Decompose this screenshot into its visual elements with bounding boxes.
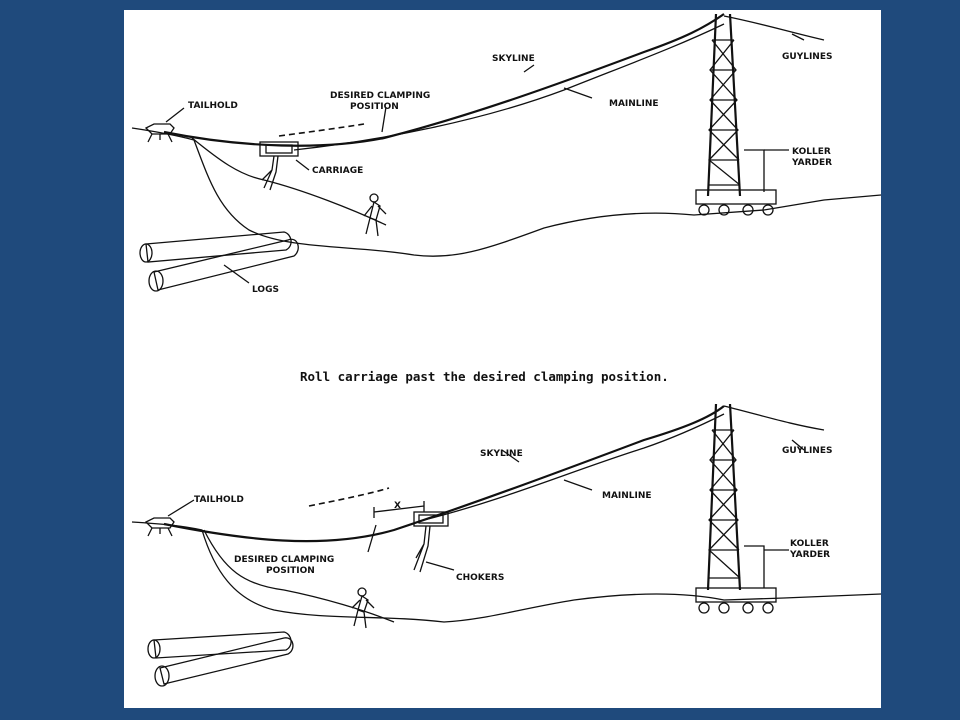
top-logs (139, 231, 299, 292)
top-koller-label-line2: YARDER (791, 158, 832, 168)
bottom-tailhold-stump (144, 517, 175, 537)
caption-text: Roll carriage past the desired clamping … (300, 369, 669, 384)
bottom-skyline-cable (163, 405, 725, 543)
bottom-koller-label-line1: KOLLER (790, 539, 829, 549)
top-worker-figure (363, 193, 387, 237)
top-logs-label: LOGS (252, 285, 279, 295)
top-diagram: TAILHOLD DESIRED CLAMPING POSITION SKYLI… (131, 13, 881, 295)
top-hillside-line (191, 137, 387, 226)
bottom-worker-figure (351, 587, 375, 629)
bottom-guylines-label: GUYLINES (782, 446, 832, 456)
bottom-mainline-cable (423, 413, 725, 521)
bottom-tailhold-label: TAILHOLD (194, 495, 244, 505)
top-desired-clamping-arc (278, 123, 365, 137)
bottom-chokers-label: CHOKERS (456, 573, 504, 583)
top-mainline-cable (293, 23, 725, 151)
top-skyline-label: SKYLINE (492, 54, 535, 64)
bottom-distance-marker-label: X (394, 501, 401, 511)
top-carriage-label: CARRIAGE (312, 166, 363, 176)
bottom-mainline-label: MAINLINE (602, 491, 652, 501)
diagram-panel: TAILHOLD DESIRED CLAMPING POSITION SKYLI… (124, 10, 881, 708)
bottom-distance-marker: X (373, 501, 425, 518)
top-koller-label-line1: KOLLER (792, 147, 831, 157)
bottom-desired-clamping-label-line2: POSITION (266, 566, 315, 576)
top-carriage (259, 141, 299, 191)
bottom-desired-clamping-label-line1: DESIRED CLAMPING (234, 555, 334, 565)
bottom-guyline (723, 405, 825, 431)
bottom-koller-yarder-tower (695, 403, 777, 614)
top-leader-lines (165, 33, 805, 284)
top-desired-clamping-label-line2: POSITION (350, 102, 399, 112)
top-mainline-label: MAINLINE (609, 99, 659, 109)
bottom-skyline-label: SKYLINE (480, 449, 523, 459)
top-ground-line (131, 127, 881, 257)
top-guylines-label: GUYLINES (782, 52, 832, 62)
bottom-carriage (413, 511, 449, 573)
top-tailhold-stump (144, 123, 175, 143)
bottom-diagram: X (131, 403, 881, 687)
top-tailhold-label: TAILHOLD (188, 101, 238, 111)
bottom-koller-label-line2: YARDER (789, 550, 830, 560)
top-skyline-cable (163, 13, 725, 147)
top-koller-yarder-tower (695, 13, 777, 216)
bottom-desired-clamping-arc (308, 487, 390, 507)
top-guyline (723, 15, 825, 41)
skyline-yarding-illustration: TAILHOLD DESIRED CLAMPING POSITION SKYLI… (131, 13, 881, 687)
bottom-leader-lines (167, 439, 805, 571)
top-desired-clamping-label-line1: DESIRED CLAMPING (330, 91, 430, 101)
bottom-logs (147, 631, 294, 687)
